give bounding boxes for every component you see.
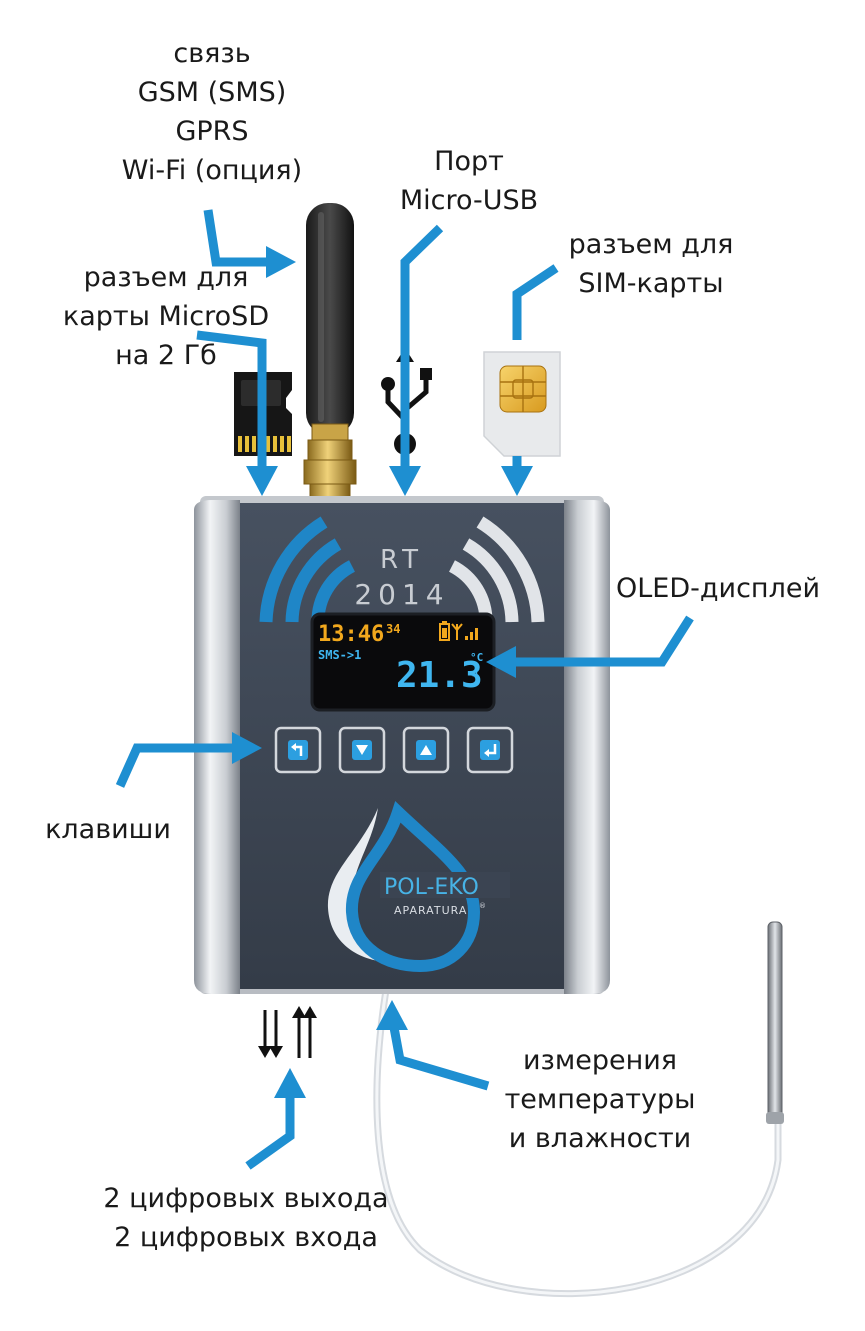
label-comm-line-1: связь <box>173 38 250 69</box>
model-label: RT <box>380 545 424 575</box>
oled-channel: 4 <box>472 668 479 681</box>
label-sim-slot: разъем для SIM-карты <box>569 229 734 299</box>
label-sim-line-1: разъем для <box>569 229 734 260</box>
label-microsd-slot: разъем для карты MicroSD на 2 Гб <box>63 262 269 371</box>
brand-logo: POL-EKO APARATURA ® <box>327 801 510 973</box>
label-usb-port: Порт Micro-USB <box>400 146 538 216</box>
battery-icon <box>439 621 450 641</box>
callout-arrow-keys <box>115 732 262 788</box>
label-comm-line-4: Wi-Fi (опция) <box>122 155 302 186</box>
label-sensor: измерения температуры и влажности <box>505 1045 696 1154</box>
oled-clock: 13:46 <box>318 622 384 647</box>
model-year: 2014 <box>354 578 449 611</box>
oled-unit: °C <box>470 651 483 664</box>
label-usb-line-2: Micro-USB <box>400 185 538 216</box>
callout-arrow-comm <box>203 209 296 278</box>
key-enter[interactable] <box>466 726 514 774</box>
key-back[interactable] <box>274 726 322 774</box>
label-oled-display: OLED-дисплей <box>616 573 820 604</box>
label-usb-line-1: Порт <box>434 146 504 177</box>
signal-strength-icon <box>451 623 478 640</box>
key-down[interactable] <box>338 726 386 774</box>
logger-device: RT 2014 13:46 34 SMS->1 21.3 °C 4 <box>194 496 610 994</box>
callout-arrow-usb <box>389 224 444 496</box>
label-sensor-line-1: измерения <box>523 1045 677 1076</box>
callout-arrow-microsd <box>196 330 278 496</box>
label-sd-line-2: карты MicroSD <box>63 301 269 332</box>
brand-registered-mark: ® <box>479 902 486 910</box>
oled-seconds: 34 <box>386 622 400 636</box>
sim-card-icon <box>483 351 561 457</box>
label-sensor-line-3: и влажности <box>509 1123 691 1154</box>
callout-arrow-io <box>245 1068 306 1170</box>
io-arrows-icon <box>258 1006 317 1058</box>
callout-arrow-sim <box>501 264 559 496</box>
oled-display: 13:46 34 SMS->1 21.3 °C 4 <box>310 612 496 712</box>
label-sd-line-1: разъем для <box>84 262 249 293</box>
brand-subtitle: APARATURA <box>394 904 467 917</box>
label-comm-line-3: GPRS <box>175 116 248 147</box>
label-sim-line-2: SIM-карты <box>578 268 723 299</box>
label-sensor-line-2: температуры <box>505 1084 696 1115</box>
callout-arrow-sensor <box>376 1000 490 1091</box>
label-io-line-2: 2 цифровых входа <box>114 1222 378 1253</box>
antenna-icon <box>303 203 357 503</box>
signal-waves-icon <box>259 516 545 623</box>
label-io-line-1: 2 цифровых выхода <box>103 1183 388 1214</box>
callout-arrow-oled <box>486 615 694 678</box>
keypad <box>274 726 514 774</box>
label-digital-io: 2 цифровых выхода 2 цифровых входа <box>103 1183 388 1253</box>
brand-name: POL-EKO <box>384 875 479 900</box>
label-comm-line-2: GSM (SMS) <box>138 77 287 108</box>
key-up[interactable] <box>402 726 450 774</box>
temperature-probe-icon <box>373 921 784 1298</box>
oled-reading: 21.3 <box>396 655 483 696</box>
label-communication: связь GSM (SMS) GPRS Wi-Fi (опция) <box>122 38 302 186</box>
label-sd-line-3: на 2 Гб <box>115 340 217 371</box>
label-keys: клавиши <box>45 814 171 845</box>
oled-status: SMS->1 <box>318 648 361 662</box>
